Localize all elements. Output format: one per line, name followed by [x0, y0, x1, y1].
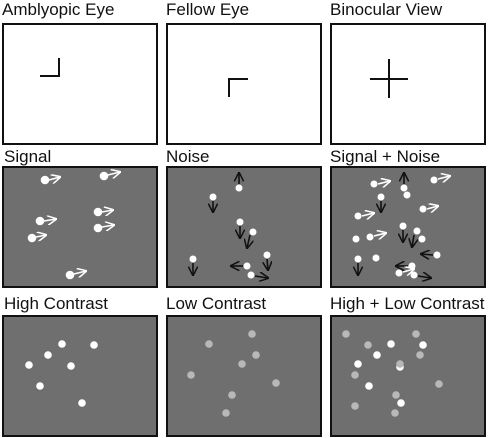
panel-high-plus-low-contrast — [330, 315, 486, 437]
panel-noise — [166, 166, 322, 288]
panel-signal-plus-noise — [330, 166, 486, 288]
cross-glyph — [370, 59, 408, 98]
panel-low-contrast — [166, 315, 322, 437]
label-low-contrast: Low Contrast — [166, 294, 266, 313]
label-signal-plus-noise: Signal + Noise — [330, 147, 440, 166]
panel-binocular-view — [330, 23, 486, 145]
label-binocular-view: Binocular View — [330, 0, 443, 19]
panel-signal — [2, 166, 158, 288]
label-fellow-eye: Fellow Eye — [166, 0, 249, 19]
signal-plus-noise-dots — [352, 173, 451, 279]
label-noise: Noise — [166, 147, 209, 166]
low-contrast-dots — [187, 330, 280, 417]
panel-high-contrast — [2, 315, 158, 437]
combined-contrast-dots — [342, 330, 443, 417]
label-high-plus-low-contrast: High + Low Contrast — [330, 294, 485, 313]
high-contrast-dots — [25, 340, 98, 407]
noise-dots — [190, 173, 271, 279]
label-amblyopic-eye: Amblyopic Eye — [2, 0, 114, 19]
label-high-contrast: High Contrast — [4, 294, 108, 313]
corner-line-glyph — [228, 78, 248, 97]
corner-line-glyph — [40, 58, 60, 77]
label-signal: Signal — [4, 147, 51, 166]
panel-fellow-eye — [166, 23, 322, 145]
panel-amblyopic-eye — [2, 23, 158, 145]
signal-dots — [27, 172, 121, 280]
